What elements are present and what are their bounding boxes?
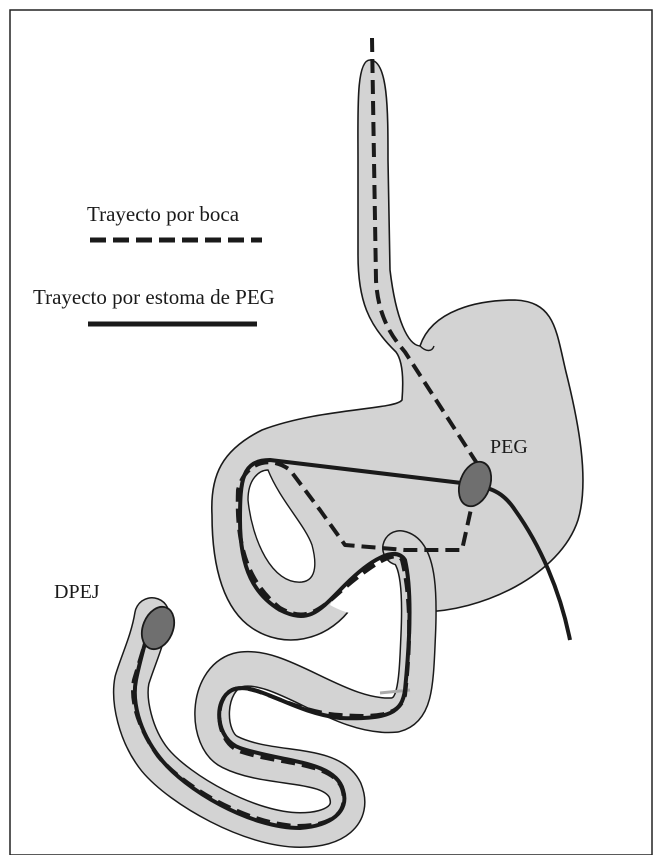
dpej-label: DPEJ xyxy=(54,581,100,603)
legend-mouth-route-label: Trayecto por boca xyxy=(87,202,240,226)
peg-label: PEG xyxy=(490,436,528,458)
legend-stoma-route-label: Trayecto por estoma de PEG xyxy=(33,285,275,309)
